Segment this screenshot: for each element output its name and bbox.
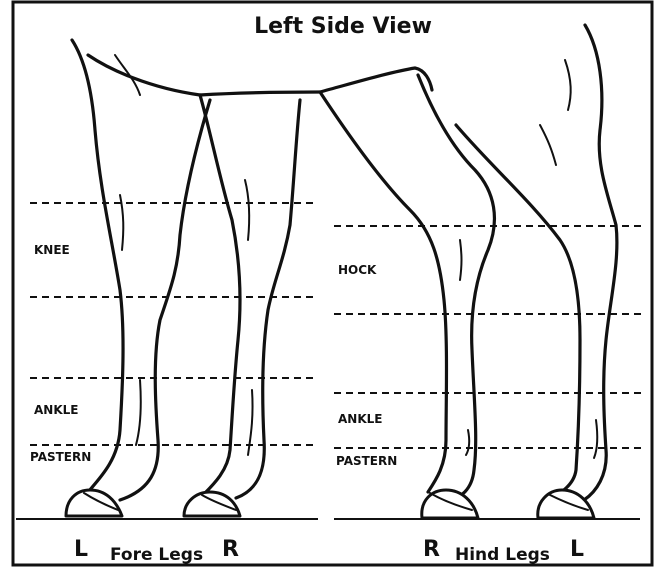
fore-knee-label: KNEE bbox=[34, 243, 70, 257]
hind-right-leg bbox=[320, 75, 494, 518]
diagram-frame bbox=[13, 2, 652, 565]
diagram-title: Left Side View bbox=[254, 14, 432, 39]
fore-legs-caption: Fore Legs bbox=[110, 545, 203, 565]
hind-right-marker: R bbox=[423, 537, 440, 562]
hind-left-marker: L bbox=[570, 537, 584, 562]
shoulder-outline bbox=[88, 55, 200, 95]
fore-right-marker: R bbox=[222, 537, 239, 562]
belly-outline bbox=[200, 68, 432, 95]
fore-ankle-label: ANKLE bbox=[34, 403, 78, 417]
hind-muscle-stroke bbox=[540, 125, 556, 165]
fore-pastern-label: PASTERN bbox=[30, 450, 91, 464]
hind-ankle-label: ANKLE bbox=[338, 412, 382, 426]
hind-legs-caption: Hind Legs bbox=[455, 545, 550, 565]
fore-right-leg bbox=[184, 95, 300, 516]
fore-left-marker: L bbox=[74, 537, 88, 562]
hind-hock-label: HOCK bbox=[338, 263, 377, 277]
hind-pastern-label: PASTERN bbox=[336, 454, 397, 468]
